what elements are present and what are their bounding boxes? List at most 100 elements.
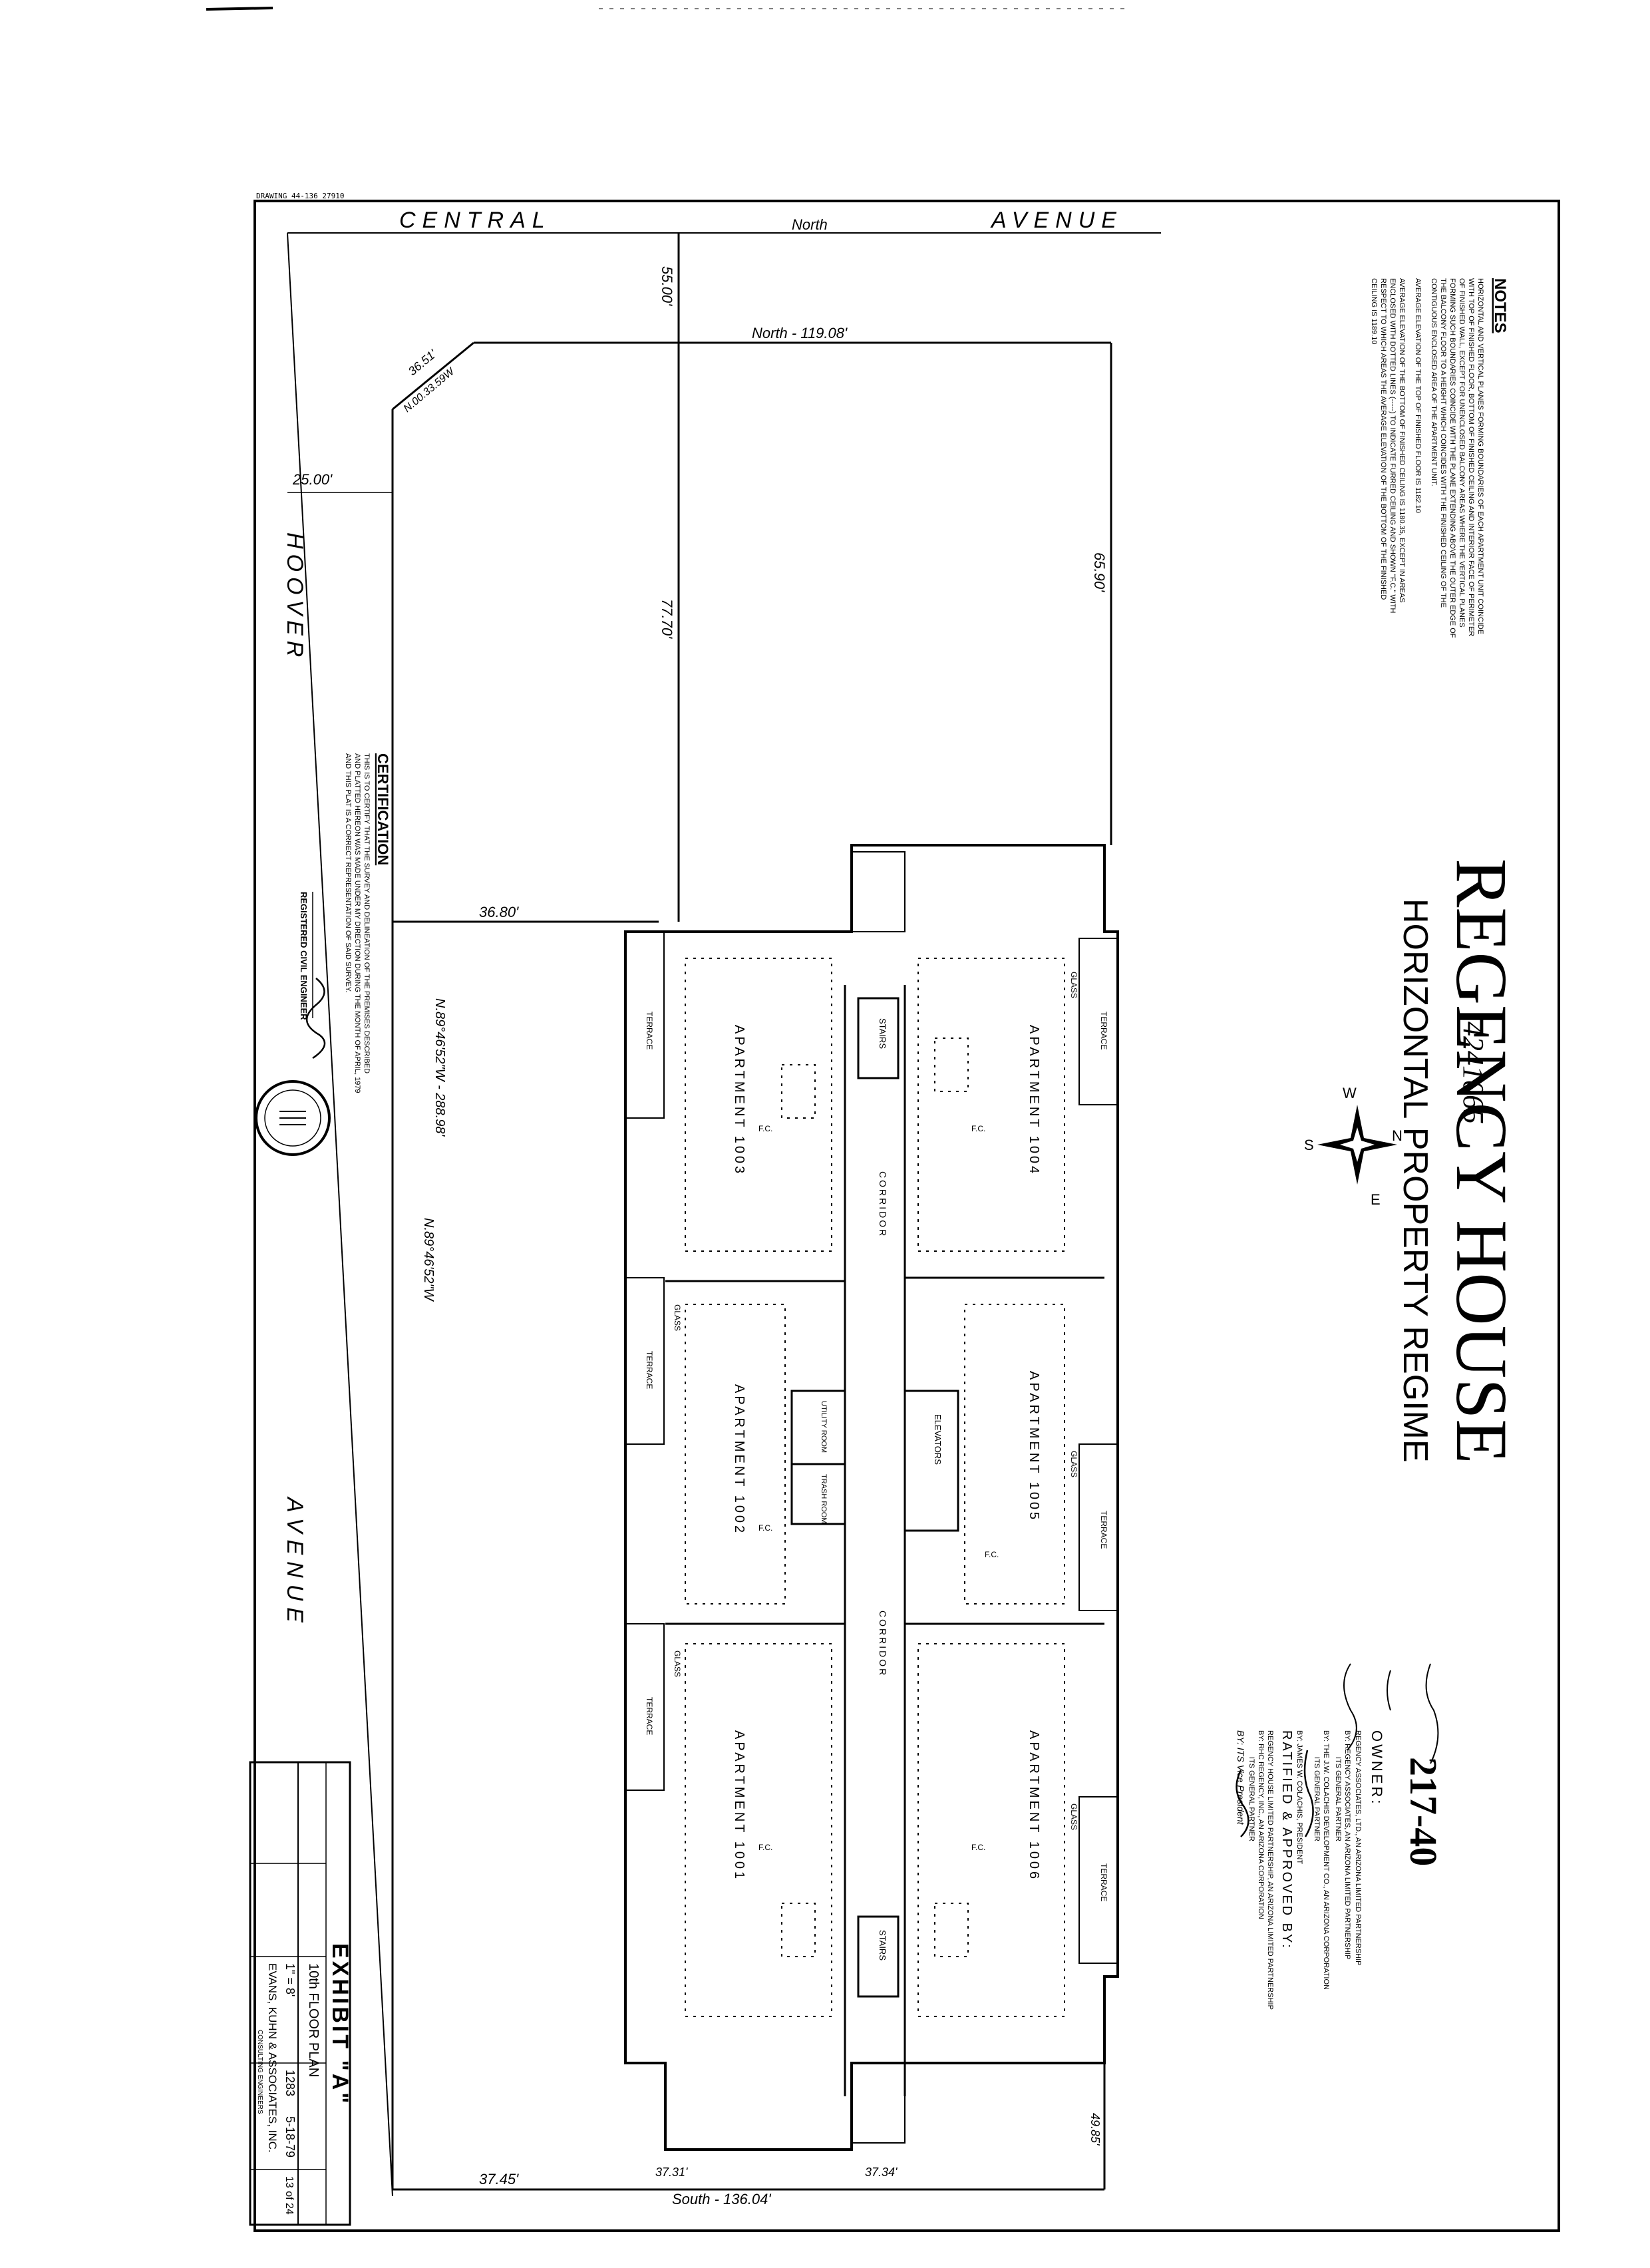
furred-ceiling <box>934 1038 969 1092</box>
terrace-label: TERRACE <box>1099 1863 1108 1901</box>
owner-signature <box>1303 1750 1314 1837</box>
property-lines <box>391 233 1112 2191</box>
furred-ceiling <box>685 958 832 1252</box>
dim-25: 25.00' <box>292 471 333 488</box>
terrace-label: TERRACE <box>645 1697 654 1735</box>
job-number: 1283 <box>283 2070 297 2096</box>
scale-value: 1" = 8' <box>283 1963 297 1996</box>
north-arrow: N S E W <box>1304 1085 1402 1208</box>
glass-label: GLASS <box>673 1650 682 1677</box>
glass-label: GLASS <box>1069 1803 1078 1830</box>
terrace-1004 <box>1078 938 1118 1105</box>
certification-block: CERTIFICATION THIS IS TO CERTIFY THAT TH… <box>255 753 391 1156</box>
drawing-number: DRAWING 44-136 27910 <box>256 192 344 200</box>
owner-line: ITS GENERAL PARTNER <box>1313 1757 1321 1841</box>
notary-scribble <box>1343 1663 1439 1764</box>
apartment-1001-label: APARTMENT 1001 <box>732 1730 746 1881</box>
firm-subtitle: CONSULTING ENGINEERS <box>256 2030 263 2114</box>
furred-ceiling <box>917 1643 1065 2017</box>
compass-e: E <box>1371 1191 1381 1208</box>
firm-name: EVANS, KUHN & ASSOCIATES, INC. <box>266 1963 279 2153</box>
terrace-label: TERRACE <box>1099 1012 1108 1049</box>
notes-block: NOTES HORIZONTAL AND VERTICAL PLANES FOR… <box>1370 278 1509 638</box>
sheet-number: 13 of 24 <box>283 2176 295 2215</box>
furred-ceiling <box>781 1064 816 1119</box>
dim-south: South - 136.04' <box>672 2191 771 2207</box>
notes-line: AVERAGE ELEVATION OF THE BOTTOM OF FINIS… <box>1398 278 1406 603</box>
plan-subtitle: HORIZONTAL PROPERTY REGIME <box>1396 898 1434 1463</box>
terrace-south-corner <box>851 2062 906 2144</box>
fc-label: F.C. <box>971 1124 985 1133</box>
dim-north: North - 119.08' <box>752 325 848 341</box>
dim-37-31: 37.31' <box>655 2166 688 2179</box>
terrace-label: TERRACE <box>1099 1511 1108 1549</box>
notes-line: FORMING SUCH BOUNDARIES COINCIDE WITH TH… <box>1448 278 1456 638</box>
furred-ceiling <box>685 1304 786 1605</box>
bearing-2: N.89°46'52"W <box>421 1218 436 1302</box>
owner-line: BY: THE J.W. COLACHIS DEVELOPMENT CO., A… <box>1322 1730 1330 1990</box>
terrace-north-corner <box>851 851 906 932</box>
furred-ceiling <box>781 1903 816 1957</box>
exhibit-label: EXHIBIT "A" <box>327 1943 353 2106</box>
plan-title: REGENCY HOUSE <box>1441 858 1522 1464</box>
owner-line: BY: REGENCY ASSOCIATES, AN ARIZONA LIMIT… <box>1343 1730 1351 1960</box>
ratified-heading: RATIFIED & APPROVED BY: <box>1279 1730 1294 1950</box>
stairs-label-north: STAIRS <box>878 1018 888 1049</box>
furred-ceiling <box>964 1304 1065 1605</box>
owner-line: REGENCY ASSOCIATES, LTD., AN ARIZONA LIM… <box>1354 1730 1362 1966</box>
elevators-label: ELEVATORS <box>933 1414 943 1465</box>
trash-room-label: TRASH ROOM <box>820 1474 828 1524</box>
furred-ceiling <box>685 1643 832 2017</box>
notes-line: CONTIGUOUS ENCLOSED AREA OF THE APARTMEN… <box>1430 278 1438 486</box>
certification-line: AND PLATTED HEREON WAS MADE UNDER MY DIR… <box>353 753 361 1093</box>
floor-plan: APARTMENT 1003 APARTMENT 1002 APARTMENT … <box>624 844 1119 2151</box>
sheet-border <box>253 200 1560 2232</box>
notes-line: ENCLOSED WITH DOTTED LINES (-----) TO IN… <box>1389 278 1397 613</box>
engineer-seal <box>255 1080 331 1156</box>
dim-77-70: 77.70' <box>659 599 675 639</box>
trash-room <box>790 1463 846 1525</box>
notes-line: CEILING IS 1189.10 <box>1370 278 1378 344</box>
dim-37-34: 37.34' <box>865 2166 898 2179</box>
ratified-block: RATIFIED & APPROVED BY: REGENCY HOUSE LI… <box>1236 1730 1294 2010</box>
utility-room <box>790 1390 846 1465</box>
certification-signer: REGISTERED CIVIL ENGINEER <box>299 892 309 1020</box>
elevators-room <box>904 1390 959 1532</box>
fc-label: F.C. <box>758 1124 772 1133</box>
owner-block: OWNER: REGENCY ASSOCIATES, LTD., AN ARIZ… <box>1295 1663 1439 1990</box>
date-value: 5-18-79 <box>283 2116 297 2158</box>
furred-ceiling <box>917 958 1065 1252</box>
notes-line: OF FINISHED WALL, EXCEPT FOR UNENCLOSED … <box>1458 278 1466 628</box>
ratified-line: BY: RHC REGENCY, INC., AN ARIZONA CORPOR… <box>1257 1730 1265 1919</box>
dim-55: 55.00' <box>659 266 675 306</box>
owner-heading: OWNER: <box>1369 1730 1385 1806</box>
owner-line: ITS GENERAL PARTNER <box>1334 1757 1342 1841</box>
glass-label: GLASS <box>1069 1451 1078 1477</box>
terrace-label: TERRACE <box>645 1351 654 1389</box>
stairs-label-south: STAIRS <box>878 1930 888 1961</box>
compass-inner-icon <box>1340 1127 1375 1162</box>
certification-line: AND THIS PLAT IS A CORRECT REPRESENTATIO… <box>344 753 352 993</box>
glass-label: GLASS <box>1069 972 1078 998</box>
corridor-label-south: CORRIDOR <box>878 1610 888 1677</box>
apartment-1005-label: APARTMENT 1005 <box>1027 1371 1041 1522</box>
dim-37-45: 37.45' <box>479 2171 519 2187</box>
terrace-label: TERRACE <box>645 1012 654 1049</box>
sheet-code: 217-40 <box>1402 1757 1445 1866</box>
notes-line: RESPECT TO WHICH AREAS THE AVERAGE ELEVA… <box>1379 278 1387 600</box>
compass-w: W <box>1343 1085 1357 1101</box>
stairs-north <box>857 997 900 1079</box>
ratified-line: REGENCY HOUSE LIMITED PARTNERSHIP, AN AR… <box>1266 1730 1274 2010</box>
utility-room-label: UTILITY ROOM <box>820 1401 828 1453</box>
ratified-signature <box>1236 1770 1249 1837</box>
fc-label: F.C. <box>758 1523 772 1533</box>
terrace-1005 <box>1078 1443 1118 1611</box>
glass-label: GLASS <box>673 1304 682 1331</box>
dim-36-80: 36.80' <box>479 904 519 920</box>
compass-s: S <box>1304 1137 1314 1153</box>
sheet-title: 10th FLOOR PLAN <box>306 1963 321 2077</box>
building-outline <box>624 844 1119 2151</box>
notes-line: HORIZONTAL AND VERTICAL PLANES FORMING B… <box>1476 278 1484 634</box>
apartment-1002-label: APARTMENT 1002 <box>732 1384 746 1535</box>
